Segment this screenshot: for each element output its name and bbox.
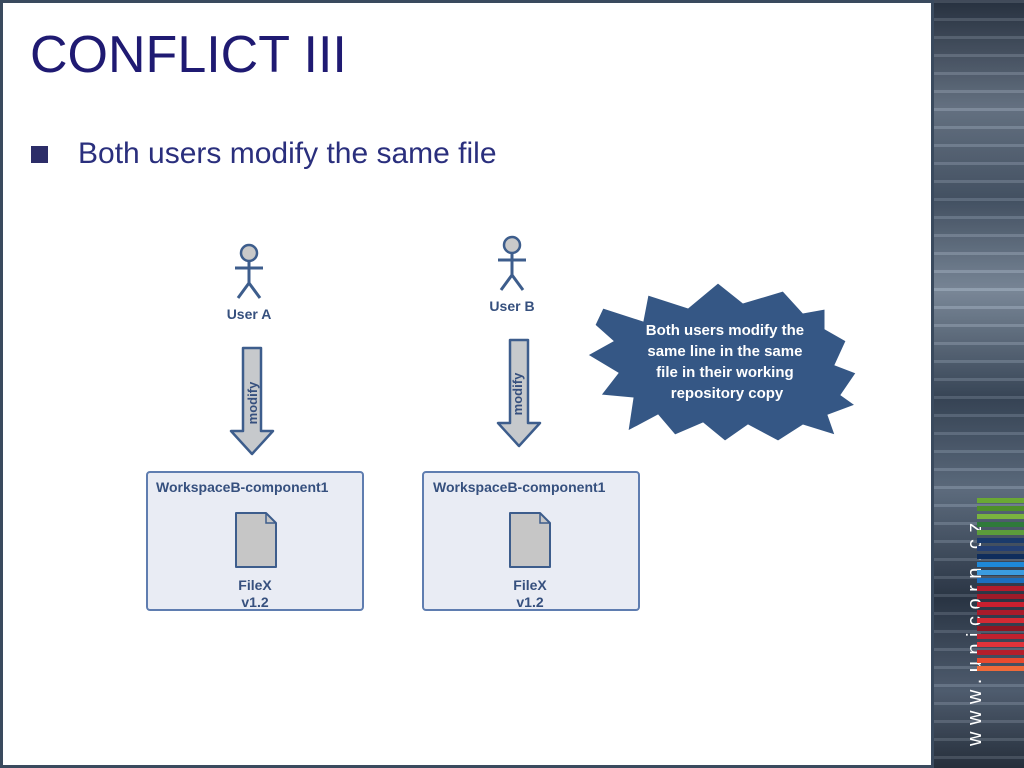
workspace-box-b: WorkspaceB-component1 FileX v1.2 xyxy=(422,471,640,611)
user-b-figure-icon xyxy=(498,235,526,291)
brand-stripe xyxy=(977,658,1024,663)
brand-stripe xyxy=(977,650,1024,655)
callout-line-4: repository copy xyxy=(671,385,784,402)
brand-stripe xyxy=(977,570,1024,575)
brand-stripe xyxy=(977,578,1024,583)
brand-stripe xyxy=(977,546,1024,551)
brand-stripe xyxy=(977,634,1024,639)
slide-canvas: CONFLICT III Both users modify the same … xyxy=(3,3,931,765)
brand-stripe xyxy=(977,642,1024,647)
bullet-text: Both users modify the same file xyxy=(78,137,497,170)
decorative-side-panel xyxy=(934,0,1024,768)
modify-label-b: modify xyxy=(510,372,525,415)
callout-line-1: Both users modify the xyxy=(646,322,804,339)
svg-text:Both users modify the: Both users modify the same line in the s… xyxy=(646,322,809,402)
brand-stripes-logo xyxy=(977,498,1024,674)
conflict-callout: Both users modify the same line in the s… xyxy=(587,282,857,442)
file-b-name: FileX xyxy=(513,577,547,593)
file-a-name: FileX xyxy=(238,577,272,593)
callout-line-2: same line in the same xyxy=(647,343,802,360)
file-a-icon xyxy=(235,512,277,568)
starburst-shape xyxy=(587,282,857,442)
workspace-b-title: WorkspaceB-component1 xyxy=(433,479,606,495)
brand-stripe xyxy=(977,514,1024,519)
conflict-diagram: User A User B modify modify WorkspaceB-c… xyxy=(146,235,857,611)
brand-stripe xyxy=(977,626,1024,631)
brand-stripe xyxy=(977,586,1024,591)
square-bullet-icon xyxy=(31,145,48,163)
file-b-version: v1.2 xyxy=(516,594,543,610)
workspace-a-title: WorkspaceB-component1 xyxy=(156,479,329,495)
user-a-figure-icon xyxy=(235,243,263,299)
user-b-label: User B xyxy=(489,298,534,314)
brand-stripe xyxy=(977,530,1024,535)
brand-stripe xyxy=(977,602,1024,607)
brand-stripe xyxy=(977,610,1024,615)
brand-stripe xyxy=(977,538,1024,543)
brand-stripe xyxy=(977,666,1024,671)
modify-arrow-a-icon xyxy=(229,346,275,456)
brand-stripe xyxy=(977,506,1024,511)
modify-arrow-b-icon xyxy=(496,338,542,448)
file-b-icon xyxy=(509,512,551,568)
brand-stripe xyxy=(977,562,1024,567)
brand-stripe xyxy=(977,522,1024,527)
bullet-item: Both users modify the same file xyxy=(31,137,497,171)
brand-stripe xyxy=(977,594,1024,599)
slide-title: CONFLICT III xyxy=(30,26,347,84)
window-blinds-image xyxy=(934,0,1024,768)
user-a-label: User A xyxy=(227,306,272,322)
workspace-box-a: WorkspaceB-component1 FileX v1.2 xyxy=(146,471,364,611)
modify-label-a: modify xyxy=(245,381,260,424)
brand-stripe xyxy=(977,618,1024,623)
brand-stripe xyxy=(977,554,1024,559)
callout-line-3: file in their working xyxy=(656,364,794,381)
file-a-version: v1.2 xyxy=(241,594,268,610)
brand-stripe xyxy=(977,498,1024,503)
